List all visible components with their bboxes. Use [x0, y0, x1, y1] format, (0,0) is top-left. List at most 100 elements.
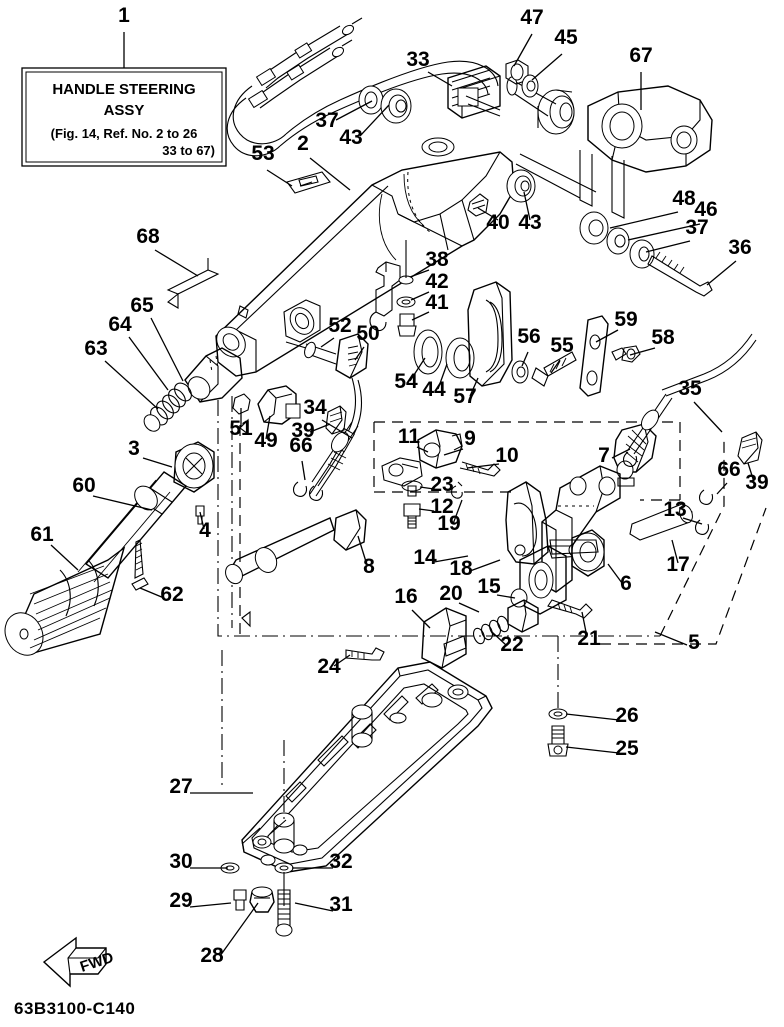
title-box: HANDLE STEERING ASSY (Fig. 14, Ref. No. …: [21, 67, 227, 167]
callout-leader-line: [92, 495, 153, 511]
callout-leader-line: [477, 207, 499, 221]
callout-12: 12: [418, 495, 454, 518]
callout-37: 37: [315, 100, 373, 132]
callout-number: 60: [72, 474, 95, 497]
part-33-connector: [447, 65, 501, 119]
callout-46: 46: [627, 198, 718, 241]
callout-leader-line: [411, 609, 431, 629]
callout-42: 42: [410, 270, 449, 301]
callout-15: 15: [477, 575, 516, 599]
parts-15-20-16-22-detent: [421, 588, 539, 669]
callout-number: 11: [398, 425, 421, 448]
callout-20: 20: [439, 582, 480, 613]
steering-cables: [226, 17, 499, 157]
callout-number: 25: [615, 737, 639, 760]
callout-leader-line: [357, 535, 368, 566]
callout-43: 43: [339, 104, 390, 149]
callout-number: 29: [169, 889, 192, 912]
parts-11-9-10: [417, 429, 501, 477]
callout-number: 30: [169, 850, 192, 873]
callout-number: 34: [303, 396, 327, 419]
callout-50: 50: [354, 322, 380, 361]
callout-number: 65: [130, 294, 154, 317]
callout-number: 20: [439, 582, 462, 605]
parts-23-12-19: [401, 480, 463, 529]
callout-leader-line: [265, 415, 271, 440]
callout-18: 18: [449, 557, 501, 580]
callout-65: 65: [130, 294, 184, 382]
callout-number: 48: [672, 187, 696, 210]
callout-number: 4: [199, 519, 211, 542]
callout-9: 9: [443, 427, 476, 456]
callout-leader-line: [565, 713, 620, 721]
callout-26: 26: [565, 704, 639, 727]
callout-number: 67: [629, 44, 652, 67]
callout-45: 45: [531, 26, 578, 81]
callout-11: 11: [398, 425, 429, 453]
callout-leader-line: [716, 482, 728, 495]
callout-number: 15: [477, 575, 501, 598]
callout-leader-line: [521, 351, 529, 367]
callout-36: 36: [706, 236, 752, 286]
callout-number: 68: [136, 225, 160, 248]
callout-leader-line: [513, 33, 533, 67]
callout-3: 3: [128, 437, 173, 468]
callout-number: 6: [620, 572, 632, 595]
callout-28: 28: [200, 902, 259, 967]
parts-6-17-13-21: [519, 465, 710, 619]
tiller-handle-arm: [215, 137, 515, 377]
callout-leader-line: [139, 587, 165, 599]
callout-47: 47: [513, 6, 544, 67]
callout-leader-line: [433, 555, 469, 563]
callout-leader-line: [150, 317, 184, 382]
callout-leader-line: [452, 499, 463, 525]
callout-leader-line: [466, 463, 500, 469]
parts-40-43: [467, 169, 536, 217]
callout-leader-line: [458, 602, 480, 613]
callout-40: 40: [477, 207, 510, 234]
callout-number: 24: [317, 655, 341, 678]
callout-number: 13: [663, 498, 686, 521]
callout-leader-line: [320, 337, 335, 348]
callout-number: 61: [30, 523, 54, 546]
callout-29: 29: [169, 889, 232, 912]
callout-number: 36: [728, 236, 751, 259]
callout-number: 57: [453, 385, 476, 408]
callout-number: 59: [614, 308, 637, 331]
callout-number: 50: [356, 322, 379, 345]
callout-leader-line: [523, 191, 531, 221]
callout-58: 58: [629, 326, 675, 356]
callout-17: 17: [666, 539, 690, 576]
part-67-bracket: [505, 59, 713, 219]
callout-number: 10: [495, 444, 518, 467]
title-line-3: (Fig. 14, Ref. No. 2 to 26: [51, 126, 198, 141]
callout-number: 63: [84, 337, 107, 360]
callout-number: 12: [430, 495, 453, 518]
callout-number: 64: [108, 313, 132, 336]
callout-51: 51: [229, 408, 253, 440]
callout-number: 8: [363, 555, 375, 578]
callout-leader-line: [199, 511, 205, 530]
callout-63: 63: [84, 337, 159, 410]
callout-leader-line: [335, 100, 373, 121]
callout-leader-line: [411, 311, 430, 321]
callout-leader-line: [550, 359, 561, 374]
callout-leader-line: [128, 336, 169, 391]
fwd-label: FWD: [78, 949, 116, 976]
part-68-decal: [166, 258, 220, 309]
callout-number: 66: [717, 458, 740, 481]
callout-39: 39: [291, 419, 331, 442]
figure-code: 63B3100-C140: [14, 999, 135, 1018]
callout-1: 1: [118, 4, 130, 68]
callout-leader-line: [496, 594, 516, 599]
callout-leader-line: [154, 249, 199, 277]
callout-number: 26: [615, 704, 638, 727]
callout-number: 5: [688, 631, 700, 654]
callout-number: 38: [425, 248, 449, 271]
callout-number: 17: [666, 553, 689, 576]
part-53-plate: [286, 171, 331, 194]
bottom-fasteners: [220, 862, 294, 937]
